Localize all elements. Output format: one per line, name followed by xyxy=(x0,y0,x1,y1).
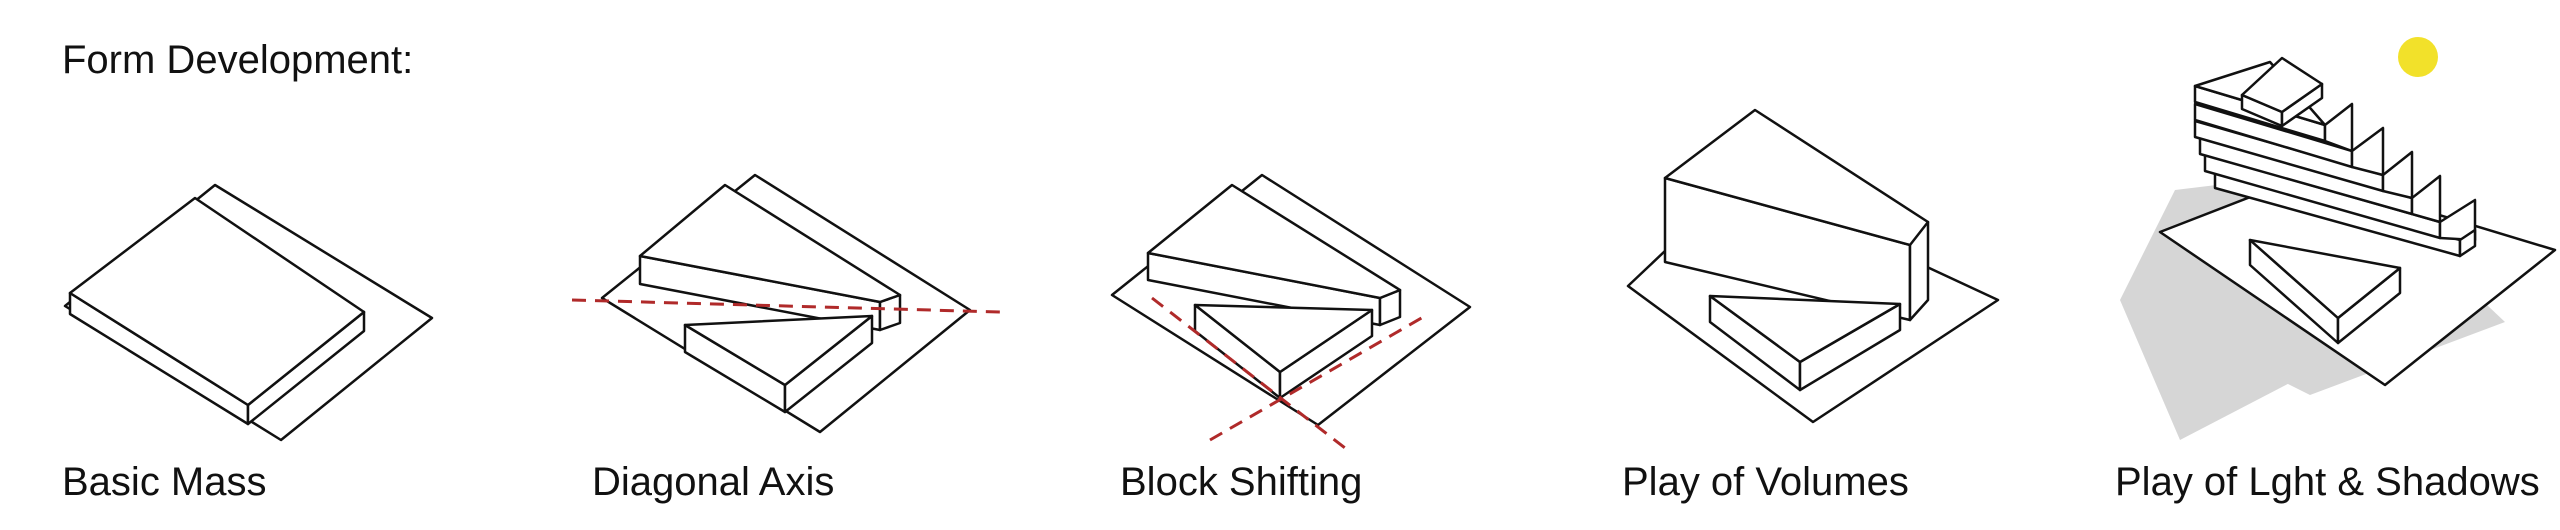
shift-axis-line-b xyxy=(1209,314,1426,442)
upper-triangular-block xyxy=(1146,183,1402,327)
block-shifting-diagram xyxy=(1110,173,1472,450)
step-label-block-shifting: Block Shifting xyxy=(1120,460,1363,504)
diagonal-axis-line xyxy=(571,298,1001,314)
shift-axis-line-a xyxy=(1151,296,1346,450)
lower-triangular-block xyxy=(683,314,874,414)
top-cube xyxy=(2240,56,2324,128)
play-of-volumes-diagram xyxy=(1626,108,2000,424)
basic-mass-diagram xyxy=(63,183,434,442)
step-label-diagonal-axis: Diagonal Axis xyxy=(592,460,835,504)
step-label-play-of-light-shadows: Play of Lght & Shadows xyxy=(2115,460,2540,504)
play-of-light-and-shadows-diagram xyxy=(2120,37,2557,440)
shifted-triangular-block xyxy=(1193,303,1374,400)
mass-block xyxy=(68,196,366,426)
tall-wedge-volume xyxy=(1663,108,1930,322)
low-triangular-volume xyxy=(1708,294,1902,392)
step-label-basic-mass: Basic Mass xyxy=(62,460,267,504)
sun-icon xyxy=(2398,37,2438,77)
diagonal-axis-diagram xyxy=(571,173,1001,434)
front-triangular-block xyxy=(2248,238,2402,345)
upper-triangular-block xyxy=(638,183,902,332)
step-label-play-of-volumes: Play of Volumes xyxy=(1622,460,1909,504)
page-title: Form Development: xyxy=(62,38,414,82)
